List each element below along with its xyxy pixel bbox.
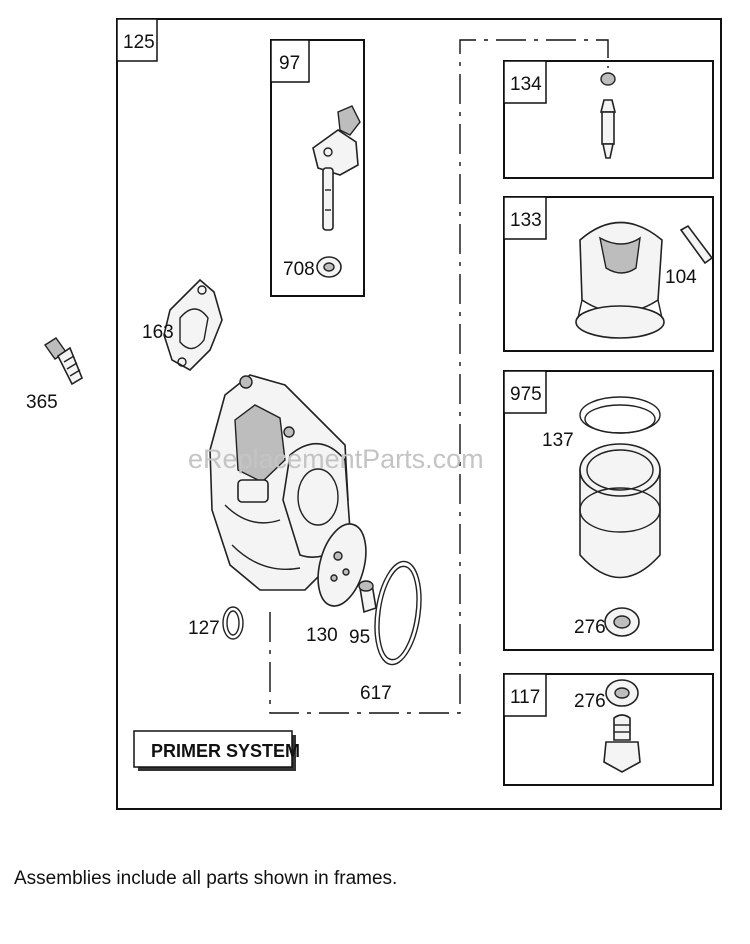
part-95-screw <box>358 580 377 614</box>
frame-133-label: 133 <box>510 210 542 231</box>
frame-134-tag <box>503 60 547 104</box>
part-117-nut <box>603 714 641 773</box>
part-975-float-bowl <box>579 443 661 579</box>
callout-95: 95 <box>349 627 370 648</box>
part-365-screw <box>44 337 83 386</box>
part-276-washer-b <box>605 679 639 707</box>
callout-276-b: 276 <box>574 691 606 712</box>
frame-125 <box>116 18 722 810</box>
part-134-needle <box>599 72 617 159</box>
part-127-seal <box>222 606 244 640</box>
frame-125-label: 125 <box>123 32 155 53</box>
footer-note: Assemblies include all parts shown in fr… <box>14 868 398 889</box>
frame-134-label: 134 <box>510 74 542 95</box>
frame-975-label: 975 <box>510 384 542 405</box>
frame-134 <box>503 60 714 179</box>
frame-117-tag <box>503 673 547 717</box>
frame-117-label: 117 <box>510 687 540 708</box>
part-133-float <box>575 221 665 339</box>
callout-708: 708 <box>283 259 315 280</box>
part-617-oring <box>374 560 422 666</box>
frame-125-tag <box>116 18 158 62</box>
callout-617: 617 <box>360 683 392 704</box>
callout-137: 137 <box>542 430 574 451</box>
frame-117 <box>503 673 714 786</box>
part-104-pin <box>679 224 714 265</box>
frame-97 <box>270 39 365 297</box>
primer-label-box <box>133 730 293 768</box>
part-137-bowl-gasket <box>579 396 661 434</box>
frame-97-label: 97 <box>279 53 300 74</box>
part-276-washer-a <box>604 607 640 637</box>
frame-97-tag <box>270 39 310 83</box>
callout-163: 163 <box>142 322 174 343</box>
frame-975-tag <box>503 370 547 414</box>
part-130-diaphragm <box>317 523 367 607</box>
watermark: eReplacementParts.com <box>188 444 484 474</box>
primer-lever-part <box>312 105 361 231</box>
part-163-gasket <box>163 278 223 371</box>
callout-365: 365 <box>26 392 58 413</box>
carburetor-body <box>209 374 351 591</box>
callout-276-a: 276 <box>574 617 606 638</box>
callout-104: 104 <box>665 267 697 288</box>
frame-133 <box>503 196 714 352</box>
frame-133-tag <box>503 196 547 240</box>
frame-975 <box>503 370 714 651</box>
callout-130: 130 <box>306 625 338 646</box>
primer-system-label: PRIMER SYSTEM <box>151 741 300 761</box>
leader-line <box>269 39 609 714</box>
part-708 <box>316 256 342 278</box>
callout-127: 127 <box>188 618 220 639</box>
